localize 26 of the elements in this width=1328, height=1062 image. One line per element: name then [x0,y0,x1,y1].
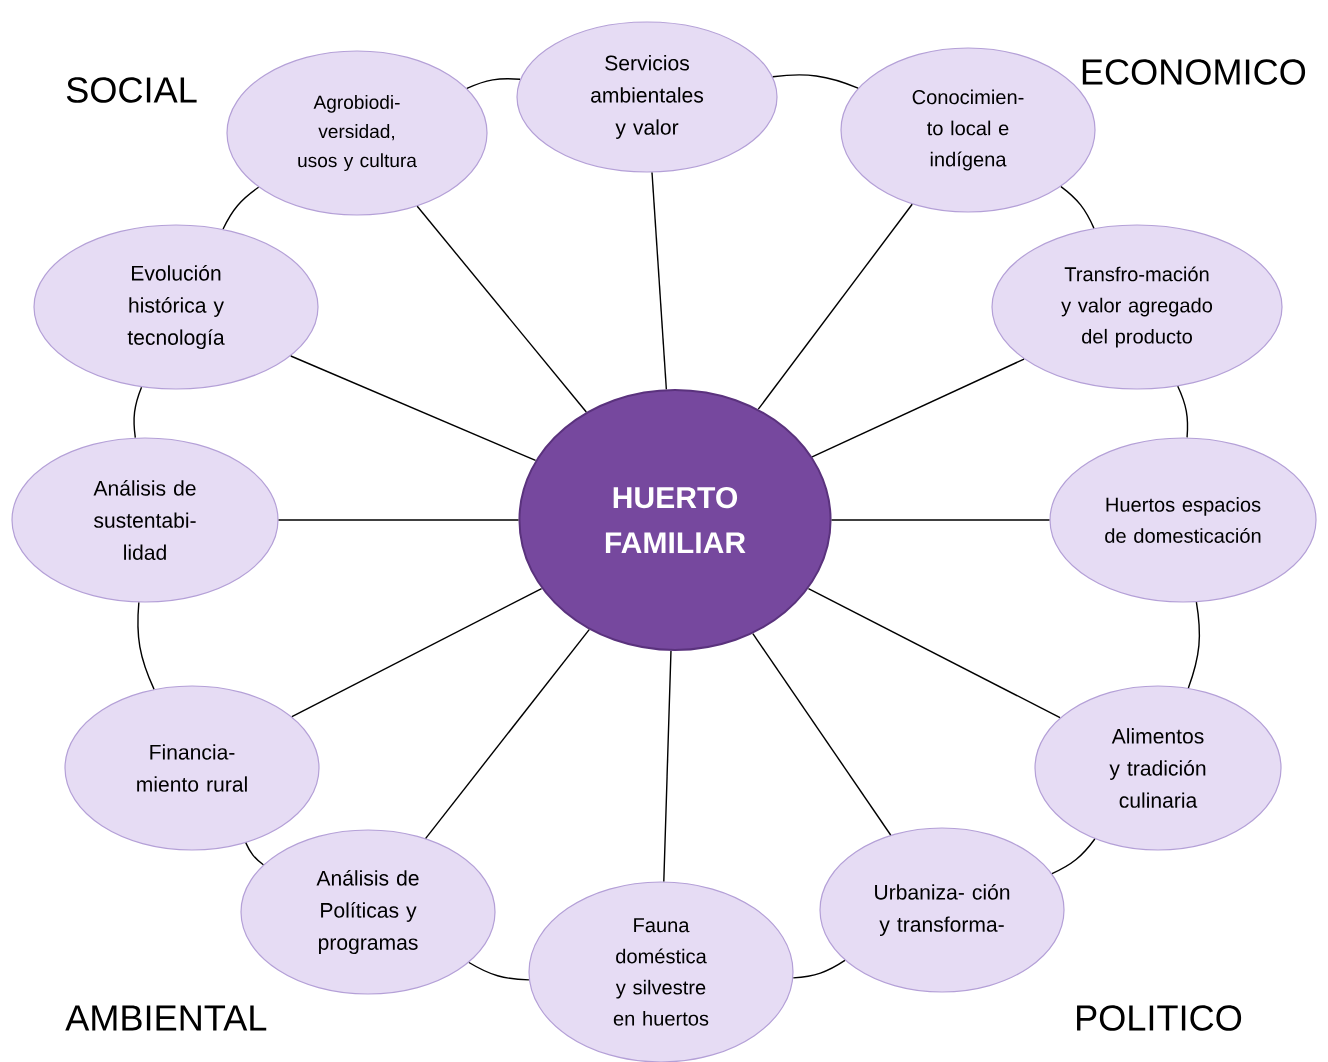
spoke-line [830,519,1051,521]
ring-connector [468,961,530,981]
spoke-line [811,358,1025,458]
ring-connector [466,78,521,90]
ring-connector [245,842,265,866]
spoke-line [290,355,537,462]
ring-connector [1051,838,1096,875]
spoke-line [277,519,520,521]
spoke-line [651,171,668,390]
spoke-line [752,632,892,836]
ring-connector [792,959,846,979]
ring-connector [222,186,260,230]
spoke-line [663,650,672,883]
quadrant-label: POLITICO [1077,1005,1242,1031]
spoke-line [291,587,543,718]
ring-connector [133,386,143,439]
quadrant-label: AMBIENTAL [65,1005,267,1031]
ring-connector [1060,185,1095,229]
spoke-line [416,205,587,413]
ring-connector [1187,601,1201,689]
ring-connector [1177,385,1189,439]
spoke-line [807,587,1061,719]
ring-connector [772,74,859,89]
spoke-line [425,628,590,840]
ring-connector [137,601,155,690]
spoke-line [757,203,913,410]
